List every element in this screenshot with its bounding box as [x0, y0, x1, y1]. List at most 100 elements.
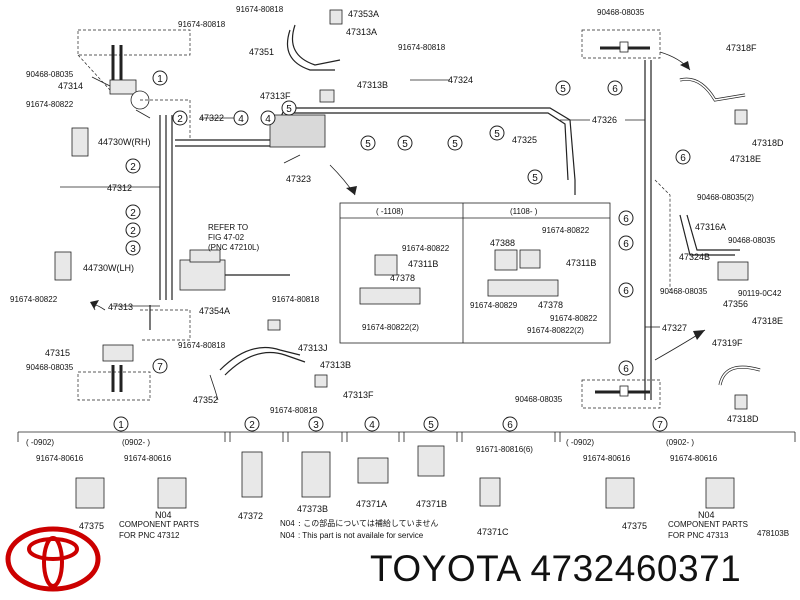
legend-num-3: 3 [308, 416, 324, 432]
callout-6: 6 [618, 360, 634, 376]
callouts: 1 2 4 4 5 2 2 2 3 7 5 5 5 5 5 5 6 6 6 6 … [125, 70, 691, 376]
part-label: 47313J [298, 343, 328, 353]
part-label: 44730W(RH) [98, 137, 151, 147]
legend-label: COMPONENT PARTS [668, 520, 748, 529]
part-label: 47351 [249, 47, 274, 57]
part-label: 91674-80822 [10, 295, 58, 304]
part-label: 47318E [752, 316, 783, 326]
part-label: 47326 [592, 115, 617, 125]
legend-label: 47371A [356, 499, 387, 509]
inset-left-header: ( -1108) [376, 207, 404, 216]
legend-label: 47371B [416, 499, 447, 509]
svg-text:6: 6 [623, 214, 629, 225]
svg-text:5: 5 [532, 173, 538, 184]
inset-panel: ( -1108) (1108- ) 91674-80822 47311B 473… [339, 202, 611, 344]
svg-text:3: 3 [130, 244, 136, 255]
part-label: 90468-08035 [26, 363, 74, 372]
part-label: 44730W(LH) [83, 263, 134, 273]
callout-7: 7 [152, 358, 168, 374]
svg-text:4: 4 [238, 114, 244, 125]
brake-pipes [140, 24, 761, 400]
callout-4: 4 [260, 110, 276, 126]
legend-num-2: 2 [244, 416, 260, 432]
svg-text:2: 2 [130, 226, 136, 237]
callout-5: 5 [397, 135, 413, 151]
toyota-logo-icon [5, 526, 101, 592]
inset-left-label: 47378 [390, 273, 415, 283]
legend-label: 91671-80816(6) [476, 445, 533, 454]
legend-label: N04 [155, 510, 172, 520]
callout-6: 6 [618, 235, 634, 251]
legend-label: 91674-80616 [583, 454, 631, 463]
legend-label: N04 [698, 510, 715, 520]
svg-text:2: 2 [249, 420, 255, 431]
inset-right-label: 91674-80822 [550, 314, 598, 323]
inset-right-header: (1108- ) [510, 207, 538, 216]
note-text: : This part is not availale for service [298, 531, 424, 540]
callout-3: 3 [125, 240, 141, 256]
svg-text:6: 6 [507, 420, 513, 431]
callout-5: 5 [527, 169, 543, 185]
part-label: 47318D [727, 414, 759, 424]
inset-left-label: 91674-80822(2) [362, 323, 419, 332]
callout-6: 6 [675, 149, 691, 165]
callout-5: 5 [447, 135, 463, 151]
callout-2: 2 [125, 222, 141, 238]
svg-text:4: 4 [265, 114, 271, 125]
svg-text:6: 6 [680, 153, 686, 164]
component-legend: 1 2 3 4 5 6 7 ( -0902) (0902- ) 91674-80… [17, 416, 796, 540]
callout-2: 2 [125, 204, 141, 220]
svg-text:6: 6 [623, 364, 629, 375]
part-label: 47323 [286, 174, 311, 184]
part-label: 47312 [107, 183, 132, 193]
legend-label: FOR PNC 47313 [668, 531, 729, 540]
legend-num-1: 1 [113, 416, 129, 432]
part-label: 90468-08035 [597, 8, 645, 17]
part-label: 47352 [193, 395, 218, 405]
part-labels: 91674-80818 91674-80818 47353A 47313A 47… [10, 5, 784, 424]
part-label: 47356 [723, 299, 748, 309]
callout-2: 2 [172, 110, 188, 126]
detail-view-top-right [581, 29, 661, 59]
inset-left-label: 91674-80822 [402, 244, 450, 253]
legend-label: 47375 [79, 521, 104, 531]
legend-label: 91674-80616 [36, 454, 84, 463]
part-label: 47313A [346, 27, 377, 37]
part-label: 47319F [712, 338, 743, 348]
part-label: 90468-08035 [515, 395, 563, 404]
part-label: 47313B [320, 360, 351, 370]
inset-right-label: 47388 [490, 238, 515, 248]
part-label: 47316A [695, 222, 726, 232]
part-label: 47313 [108, 302, 133, 312]
legend-label: 47371C [477, 527, 509, 537]
part-label: 91674-80818 [270, 406, 318, 415]
part-label: 91674-80818 [272, 295, 320, 304]
callout-4: 4 [233, 110, 249, 126]
part-label: 90468-08035 [660, 287, 708, 296]
legend-label: ( -0902) [566, 438, 594, 447]
refer-note: REFER TO [208, 223, 248, 232]
svg-text:5: 5 [560, 84, 566, 95]
inset-right-label: 91674-80822(2) [527, 326, 584, 335]
detail-view-bottom-left [77, 344, 151, 401]
part-label: 91674-80818 [178, 20, 226, 29]
part-label: 91674-80818 [236, 5, 284, 14]
part-label: 47354A [199, 306, 230, 316]
part-label: 91674-80818 [398, 43, 446, 52]
part-label: 47325 [512, 135, 537, 145]
part-label: 47314 [58, 81, 83, 91]
svg-text:2: 2 [130, 208, 136, 219]
legend-label: FOR PNC 47312 [119, 531, 180, 540]
part-label: 47353A [348, 9, 379, 19]
legend-label: (0902- ) [122, 438, 150, 447]
part-label: 47313F [260, 91, 291, 101]
part-label: 47318D [752, 138, 784, 148]
legend-label: 47373B [297, 504, 328, 514]
inset-right-label: 91674-80829 [470, 301, 518, 310]
inset-left-label: 47311B [408, 259, 438, 269]
legend-label: 91674-80616 [670, 454, 718, 463]
part-label: 90119-0C42 [738, 289, 782, 298]
svg-text:2: 2 [130, 162, 136, 173]
part-label: 91674-80822 [26, 100, 74, 109]
brand-part-number: TOYOTA 4732460371 [370, 548, 742, 589]
